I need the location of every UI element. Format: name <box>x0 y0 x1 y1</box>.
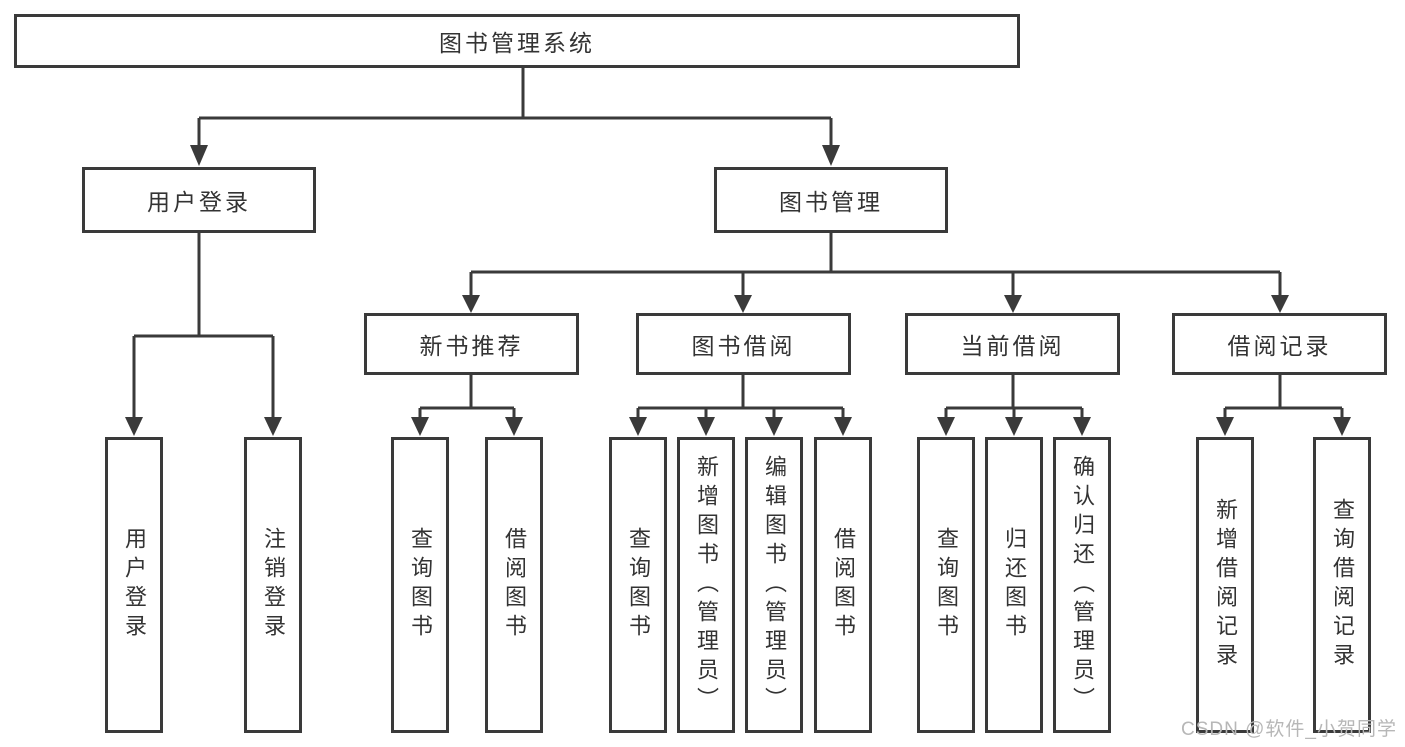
leaf-label: 借阅图书 <box>831 527 856 643</box>
leaf-label: 新增借阅记录 <box>1213 498 1238 672</box>
node-new-book-recommend: 新书推荐 <box>364 313 579 375</box>
leaf-user-login: 用户登录 <box>105 437 163 733</box>
arrowheads <box>125 145 1351 436</box>
node-borrow-records: 借阅记录 <box>1172 313 1387 375</box>
leaf-edit-book-admin: 编辑图书（管理员） <box>745 437 803 733</box>
leaf-return-books: 归还图书 <box>985 437 1043 733</box>
node-label: 用户登录 <box>147 189 251 215</box>
node-label: 新书推荐 <box>419 333 524 359</box>
leaf-label: 借阅图书 <box>502 527 527 643</box>
node-label: 图书管理 <box>779 189 883 215</box>
node-user-login: 用户登录 <box>82 167 316 233</box>
leaf-label: 归还图书 <box>1002 527 1027 643</box>
leaf-add-book-admin: 新增图书（管理员） <box>677 437 735 733</box>
node-label: 图书借阅 <box>691 333 796 359</box>
leaf-label: 新增图书（管理员） <box>694 454 719 716</box>
leaf-label: 查询图书 <box>408 527 433 643</box>
leaf-add-borrow-record: 新增借阅记录 <box>1196 437 1254 733</box>
leaf-label: 注销登录 <box>261 527 286 643</box>
node-label: 借阅记录 <box>1227 333 1332 359</box>
node-library-management-system: 图书管理系统 <box>14 14 1020 68</box>
leaf-current-query-books: 查询图书 <box>917 437 975 733</box>
node-book-borrow: 图书借阅 <box>636 313 851 375</box>
leaf-label: 查询图书 <box>934 527 959 643</box>
node-label: 图书管理系统 <box>439 30 595 56</box>
node-label: 当前借阅 <box>960 333 1065 359</box>
leaf-label: 查询图书 <box>626 527 651 643</box>
leaf-label: 确认归还（管理员） <box>1070 454 1095 716</box>
leaf-label: 编辑图书（管理员） <box>762 454 787 716</box>
leaf-label: 用户登录 <box>122 527 147 643</box>
leaf-borrow-query-books: 查询图书 <box>609 437 667 733</box>
leaf-query-borrow-record: 查询借阅记录 <box>1313 437 1371 733</box>
leaf-recommend-borrow-books: 借阅图书 <box>485 437 543 733</box>
node-current-borrow: 当前借阅 <box>905 313 1120 375</box>
leaf-confirm-return-admin: 确认归还（管理员） <box>1053 437 1111 733</box>
leaf-borrow-borrow-books: 借阅图书 <box>814 437 872 733</box>
leaf-recommend-query-books: 查询图书 <box>391 437 449 733</box>
csdn-watermark: CSDN @软件_小贺同学 <box>1181 719 1397 740</box>
connector-paths <box>132 68 1344 419</box>
node-book-management: 图书管理 <box>714 167 948 233</box>
leaf-logout: 注销登录 <box>244 437 302 733</box>
leaf-label: 查询借阅记录 <box>1330 498 1355 672</box>
